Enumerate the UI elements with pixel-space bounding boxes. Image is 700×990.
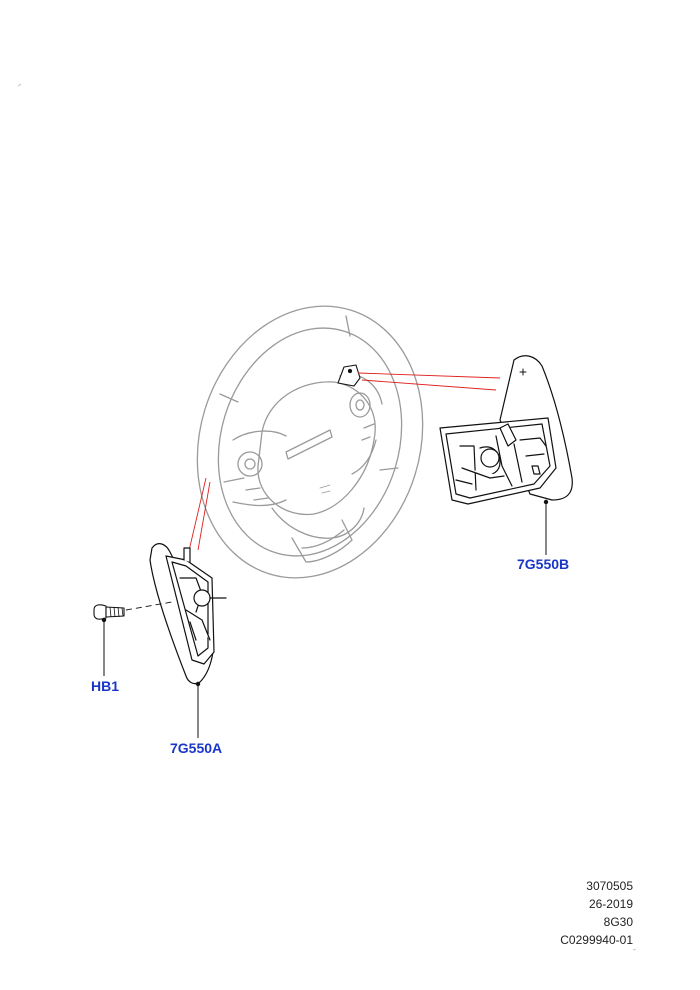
leader-7g550b bbox=[543, 499, 549, 555]
illustration-number: 3070505 bbox=[586, 879, 633, 893]
corner-mark bbox=[17, 83, 22, 87]
callout-7g550b[interactable]: 7G550B bbox=[517, 556, 570, 572]
leader-hb1 bbox=[101, 617, 107, 676]
corner-mark-bottom bbox=[632, 948, 637, 951]
assembly-dashed-line bbox=[125, 601, 173, 611]
callout-hb1[interactable]: HB1 bbox=[91, 678, 120, 694]
group-code: 8G30 bbox=[603, 915, 633, 929]
callout-7g550a[interactable]: 7G550A bbox=[170, 740, 223, 756]
gearshift-paddle-right[interactable] bbox=[439, 355, 573, 505]
steering-wheel-icon bbox=[196, 305, 424, 579]
leader-7g550a bbox=[195, 681, 201, 738]
bolt-icon[interactable] bbox=[93, 604, 125, 620]
gearshift-paddle-left[interactable] bbox=[149, 543, 227, 685]
paddle-mount-right bbox=[337, 364, 361, 387]
catalogue-reference: C0299940-01 bbox=[560, 933, 633, 947]
date-code: 26-2019 bbox=[588, 897, 633, 911]
leader-lines bbox=[187, 372, 501, 556]
